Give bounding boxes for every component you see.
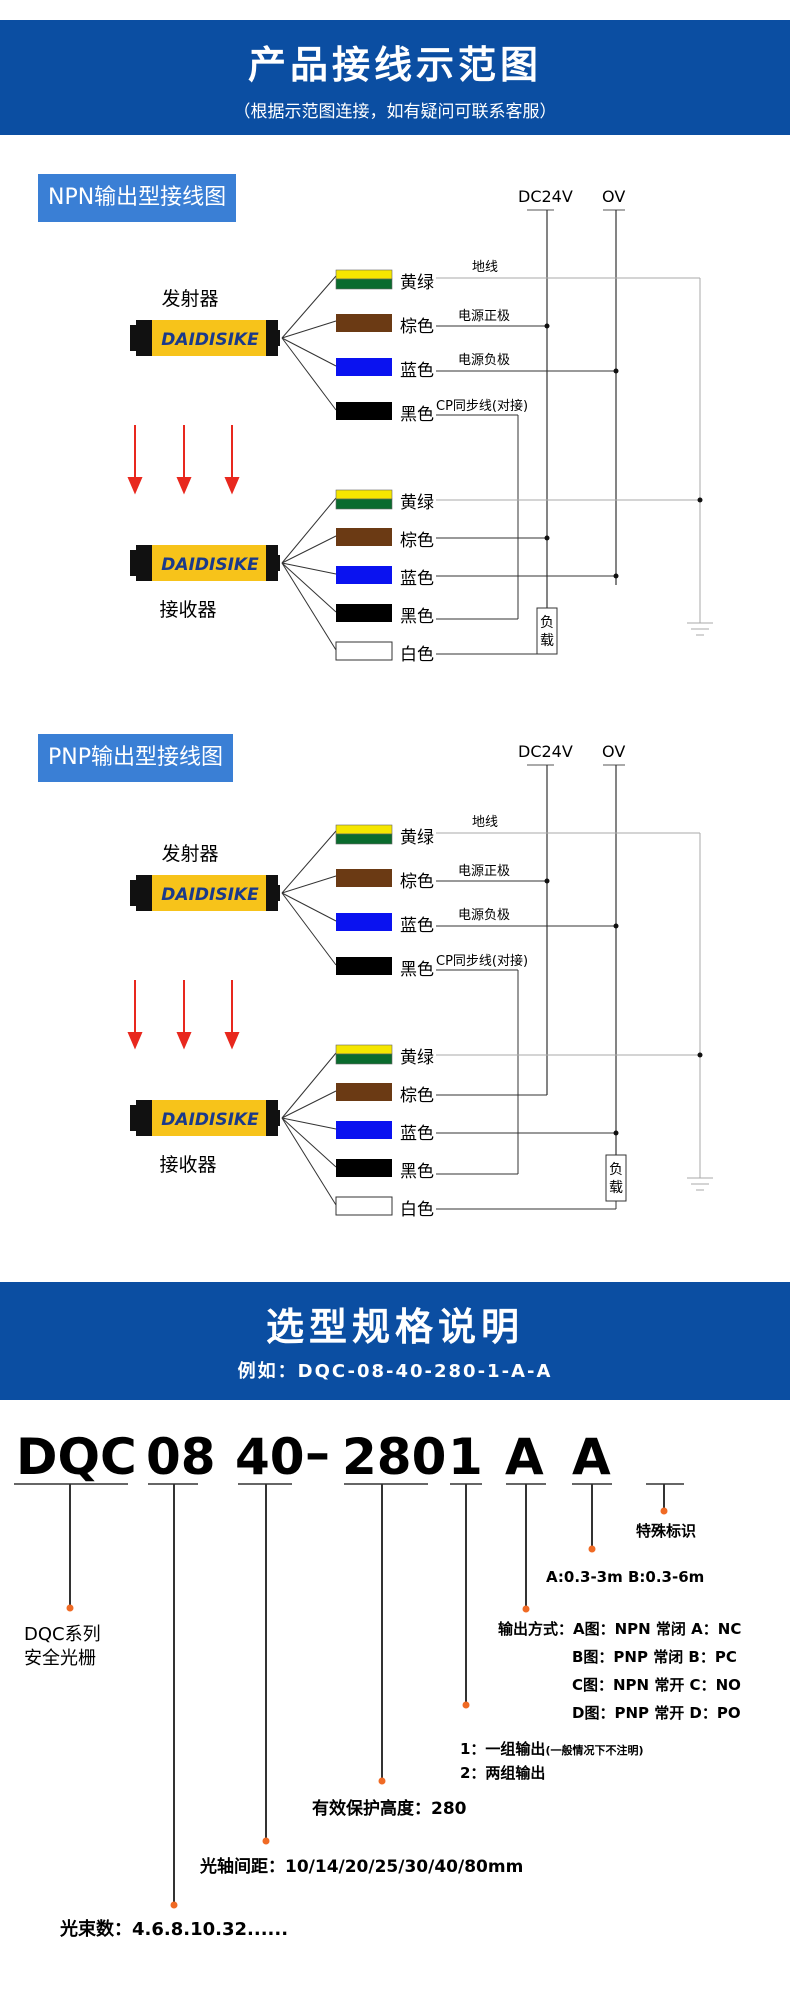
pnp-receiver-wire-1: 黄绿 (400, 1048, 434, 1068)
output-mode-c: C图：NPN 常开 C：NO (572, 1676, 741, 1694)
page-subtitle: （根据示范图连接，如有疑问可联系客服） (233, 102, 557, 122)
code-dqc: DQC (16, 1428, 137, 1486)
npn-receiver-wire-3: 蓝色 (400, 569, 434, 589)
npn-wiring-diagram: DC24V OV DAIDISIKE 发射器 黄绿 棕色 蓝色 黑色 地线 电源… (127, 187, 713, 665)
selection-leader-lines (14, 1483, 684, 1909)
code-a1: A (505, 1428, 544, 1486)
npn-emitter-device: DAIDISIKE (130, 320, 280, 356)
pnp-emitter-wire-1: 黄绿 (400, 828, 434, 848)
npn-emitter-wire-3: 蓝色 (400, 361, 434, 381)
special-mark-label: 特殊标识 (636, 1522, 697, 1540)
pnp-note-ground: 地线 (472, 815, 498, 830)
groups-1-note: (一般情况下不注明) (545, 1744, 644, 1757)
pnp-emitter-wire-3: 蓝色 (400, 916, 434, 936)
npn-note-sync: CP同步线(对接) (436, 398, 528, 414)
selection-title: 选型规格说明 (265, 1305, 524, 1349)
pnp-emitter-wire-2: 棕色 (400, 872, 434, 892)
output-mode-a: 输出方式：A图：NPN 常闭 A：NC (498, 1620, 742, 1638)
code-08: 08 (146, 1428, 216, 1486)
npn-ov-label: OV (602, 187, 625, 206)
npn-emitter-brand: DAIDISIKE (161, 330, 259, 350)
spacing-label: 光轴间距：10/14/20/25/30/40/80mm (200, 1857, 524, 1877)
pnp-emitter-device: DAIDISIKE (130, 875, 280, 911)
npn-receiver-wire-2: 棕色 (400, 531, 434, 551)
code-40: 40 (235, 1428, 305, 1486)
npn-receiver-wire-5: 白色 (400, 645, 434, 665)
pnp-emitter-label: 发射器 (161, 843, 218, 865)
pnp-receiver-device: DAIDISIKE (130, 1100, 280, 1136)
code-280: 280 (342, 1428, 447, 1486)
page-title: 产品接线示范图 (247, 43, 542, 87)
pnp-ov-label: OV (602, 742, 625, 761)
npn-section-title: NPN输出型接线图 (38, 174, 237, 222)
pnp-receiver-label: 接收器 (159, 1154, 216, 1176)
pnp-load-label: 负载 (609, 1162, 623, 1196)
npn-note-positive: 电源正极 (458, 309, 510, 324)
pnp-emitter-brand: DAIDISIKE (161, 885, 259, 905)
groups-2: 2：两组输出 (460, 1764, 546, 1782)
npn-note-negative: 电源负极 (458, 353, 510, 368)
height-label: 有效保护高度：280 (312, 1799, 467, 1819)
npn-emitter-wire-4: 黑色 (400, 405, 434, 425)
code-a2: A (572, 1428, 611, 1486)
groups-1: 1：一组输出(一般情况下不注明) (460, 1738, 644, 1759)
pnp-dc-label: DC24V (518, 742, 573, 761)
header-band: 产品接线示范图 （根据示范图连接，如有疑问可联系客服） (0, 20, 790, 135)
pnp-note-negative: 电源负极 (458, 908, 510, 923)
code-dash: – (305, 1424, 330, 1482)
pnp-section-title: PNP输出型接线图 (38, 734, 233, 782)
output-mode-d: D图：PNP 常开 D：PO (572, 1704, 741, 1722)
output-mode-b: B图：PNP 常闭 B：PC (572, 1648, 737, 1666)
npn-load-box (536, 607, 558, 655)
npn-receiver-device: DAIDISIKE (130, 545, 280, 581)
pnp-emitter-wire-4: 黑色 (400, 960, 434, 980)
npn-receiver-wire-4: 黑色 (400, 607, 434, 627)
pnp-receiver-wire-2: 棕色 (400, 1086, 434, 1106)
selection-band: 选型规格说明 例如：DQC-08-40-280-1-A-A (0, 1282, 790, 1400)
pnp-note-sync: CP同步线(对接) (436, 953, 528, 969)
npn-note-ground: 地线 (472, 260, 498, 275)
npn-emitter-wire-2: 棕色 (400, 317, 434, 337)
range-label: A:0.3-3m B:0.3-6m (546, 1568, 705, 1586)
selection-example: 例如：DQC-08-40-280-1-A-A (237, 1361, 553, 1382)
code-1: 1 (448, 1428, 483, 1486)
npn-receiver-wire-1: 黄绿 (400, 493, 434, 513)
npn-emitter-wire-1: 黄绿 (400, 273, 434, 293)
groups-1-text: 1：一组输出 (460, 1740, 546, 1758)
pnp-receiver-brand: DAIDISIKE (161, 1110, 259, 1130)
pnp-receiver-wire-4: 黑色 (400, 1162, 434, 1182)
pnp-wiring-diagram: DC24V OV DAIDISIKE 发射器 黄绿 棕色 蓝色 黑色 地线 电源… (127, 742, 713, 1220)
series-label-2: 安全光栅 (24, 1648, 96, 1669)
npn-receiver-brand: DAIDISIKE (161, 555, 259, 575)
pnp-receiver-wire-3: 蓝色 (400, 1124, 434, 1144)
npn-load-label: 负载 (540, 615, 554, 649)
npn-receiver-label: 接收器 (159, 599, 216, 621)
pnp-note-positive: 电源正极 (458, 864, 510, 879)
pnp-receiver-wire-5: 白色 (400, 1200, 434, 1220)
series-label-1: DQC系列 (24, 1624, 101, 1645)
npn-emitter-label: 发射器 (161, 288, 218, 310)
npn-dc-label: DC24V (518, 187, 573, 206)
beams-label: 光束数：4.6.8.10.32...... (60, 1919, 289, 1940)
